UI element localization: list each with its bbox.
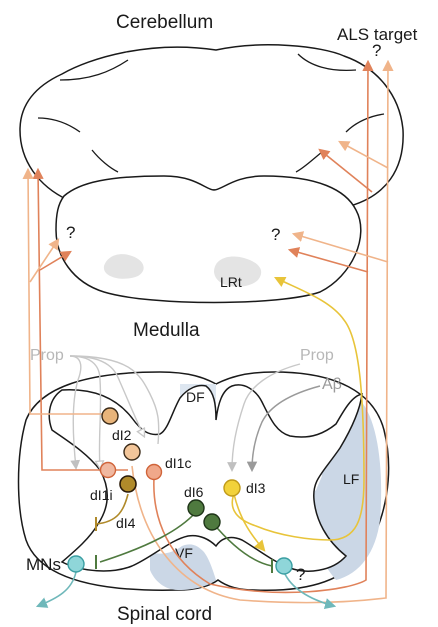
dl6-neuron-lower xyxy=(204,514,220,530)
prop-left-label: Prop xyxy=(30,347,64,364)
dl4-label: dI4 xyxy=(116,515,136,531)
medulla-label: Medulla xyxy=(133,320,200,341)
dl1i-label: dI1i xyxy=(90,487,113,503)
abeta-label: Aβ xyxy=(322,376,342,393)
dl3-label: dI3 xyxy=(246,480,266,496)
vf-label: VF xyxy=(175,545,193,561)
medulla-question-right: ? xyxy=(271,225,280,244)
lrt-label: LRt xyxy=(220,274,242,290)
dl2-neuron-upper xyxy=(102,408,118,424)
dl1i-neuron xyxy=(101,463,116,478)
prop-right-label: Prop xyxy=(300,347,334,364)
mn-right xyxy=(276,558,292,574)
mn-left xyxy=(68,556,84,572)
dl6-label: dI6 xyxy=(184,484,204,500)
dl3-neuron xyxy=(224,480,240,496)
cerebellum-label: Cerebellum xyxy=(116,12,213,33)
medulla xyxy=(56,176,361,303)
spinal-cord-label: Spinal cord xyxy=(117,604,212,625)
dl2-label: dI2 xyxy=(112,427,132,443)
mns-label: MNs xyxy=(26,555,61,574)
medulla-outline xyxy=(56,176,361,303)
dl2-neuron-lower xyxy=(124,444,140,460)
dl4-neuron xyxy=(120,476,136,492)
lf-label: LF xyxy=(343,471,359,487)
cord-question-mark: ? xyxy=(296,565,305,584)
dl6-neuron-upper xyxy=(188,500,204,516)
als-question-mark: ? xyxy=(372,41,381,60)
df-label: DF xyxy=(186,389,205,405)
dl1c-neuron xyxy=(147,465,162,480)
dl1c-label: dI1c xyxy=(165,455,191,471)
medulla-question-left: ? xyxy=(66,223,75,242)
